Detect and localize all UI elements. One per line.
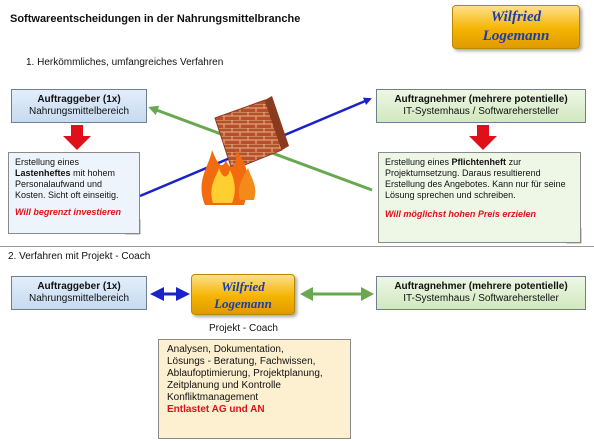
- note-ag-highlight: Will begrenzt investieren: [15, 207, 121, 217]
- logo2-line1: Wilfried: [221, 279, 265, 294]
- an1-title: Auftragnehmer (mehrere potentielle): [394, 94, 568, 105]
- lastenheft-term: Lastenheftes: [15, 168, 71, 178]
- note-lastenheft: Erstellung eines Lastenheftes mit hohem …: [8, 152, 140, 234]
- an2-title: Auftragnehmer (mehrere potentielle): [394, 281, 568, 292]
- note-an-line3: Erstellung des Angebotes. Kann nur für s…: [385, 179, 566, 189]
- note-ag-line3: Personalaufwand und: [15, 179, 103, 189]
- red-arrow-an: [469, 125, 497, 150]
- section-divider: [0, 246, 594, 247]
- coach-line3: Ablaufoptimierung, Projektplanung,: [167, 368, 323, 379]
- note-pflichtenheft: Erstellung eines Pflichtenheft zur Proje…: [378, 152, 581, 243]
- note-an-line4: Lösung sprechen und schreiben.: [385, 190, 516, 200]
- ag1-subtitle: Nahrungsmittelbereich: [28, 106, 130, 117]
- an2-subtitle: IT-Systemhaus / Softwarehersteller: [403, 293, 559, 304]
- an1-subtitle: IT-Systemhaus / Softwarehersteller: [403, 106, 559, 117]
- page-title: Softwareentscheidungen in der Nahrungsmi…: [10, 13, 301, 25]
- logo-top: Wilfried Logemann: [452, 5, 580, 49]
- coach-highlight: Entlastet AG und AN: [167, 404, 265, 415]
- note-an-line1-post: zur: [506, 157, 522, 167]
- section2-heading: 2. Verfahren mit Projekt - Coach: [8, 251, 151, 262]
- logo-line1: Wilfried: [490, 9, 542, 25]
- note-an-line2: Projektumsetzung. Daraus resultierend: [385, 168, 541, 178]
- logo-coach: Wilfried Logemann: [191, 274, 295, 315]
- note-coach-services: Analysen, Dokumentation, Lösungs - Berat…: [158, 339, 351, 439]
- note-an-line1-pre: Erstellung eines: [385, 157, 452, 167]
- note-ag-line4: Kosten. Sicht oft einseitig.: [15, 190, 119, 200]
- ag1-title: Auftraggeber (1x): [37, 94, 121, 105]
- ag2-subtitle: Nahrungsmittelbereich: [28, 293, 130, 304]
- coach-line2: Lösungs - Beratung, Fachwissen,: [167, 356, 316, 367]
- logo2-line2: Logemann: [214, 296, 272, 311]
- logo-line2: Logemann: [482, 28, 550, 44]
- ag2-title: Auftraggeber (1x): [37, 281, 121, 292]
- note-an-line1: Erstellung eines Pflichtenheft zur: [385, 157, 574, 168]
- auftragnehmer-box-2: Auftragnehmer (mehrere potentielle) IT-S…: [376, 276, 586, 310]
- firewall-icon: [201, 96, 289, 205]
- section1-heading: 1. Herkömmliches, umfangreiches Verfahre…: [26, 57, 224, 68]
- note-ag-line1: Erstellung eines: [15, 157, 80, 167]
- note-an-highlight: Will möglichst hohen Preis erzielen: [385, 209, 536, 219]
- pflichtenheft-term: Pflichtenheft: [451, 157, 507, 167]
- note-ag-line2: Lastenheftes mit hohem: [15, 168, 133, 179]
- note-ag-line2-rest: mit hohem: [70, 168, 116, 178]
- arrow-ag-coach-blue: [150, 287, 190, 301]
- red-arrow-ag: [63, 125, 91, 150]
- coach-line5: Konfliktmanagement: [167, 392, 259, 403]
- arrow-coach-an-green: [300, 287, 374, 301]
- auftragnehmer-box-1: Auftragnehmer (mehrere potentielle) IT-S…: [376, 89, 586, 123]
- coach-line1: Analysen, Dokumentation,: [167, 344, 284, 355]
- coach-line4: Zeitplanung und Kontrolle: [167, 380, 281, 391]
- auftraggeber-box-2: Auftraggeber (1x) Nahrungsmittelbereich: [11, 276, 147, 310]
- auftraggeber-box-1: Auftraggeber (1x) Nahrungsmittelbereich: [11, 89, 147, 123]
- coach-label: Projekt - Coach: [209, 323, 278, 334]
